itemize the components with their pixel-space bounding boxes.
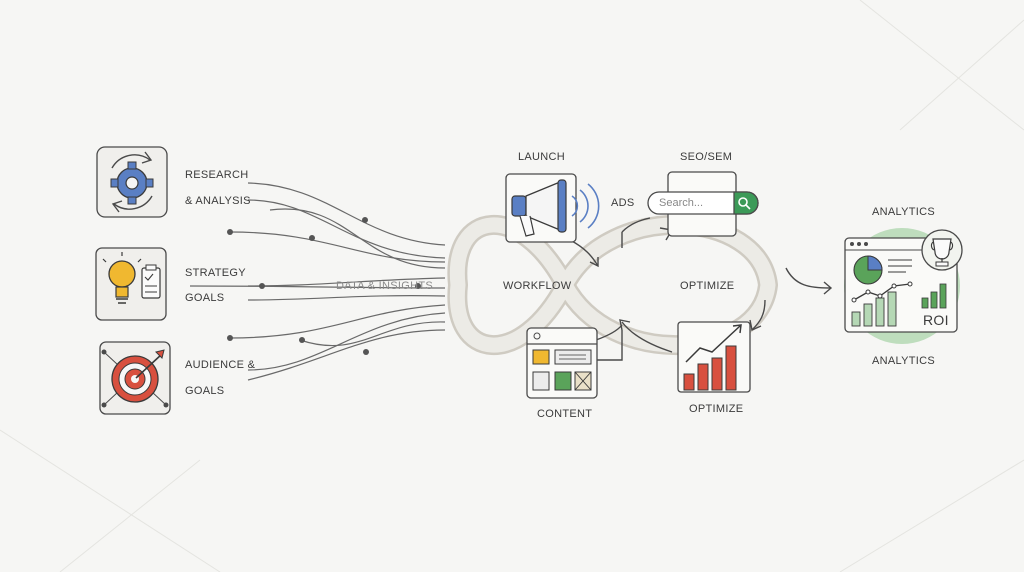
megaphone-icon — [505, 173, 600, 243]
strategy-label-line1: STRATEGY — [185, 267, 246, 279]
target-icon — [99, 341, 171, 415]
gear-cycle-icon — [96, 146, 168, 218]
search-placeholder[interactable]: Search... — [659, 197, 704, 209]
analytics-bottom-label: ANALYTICS — [872, 355, 936, 367]
roi-label: ROI — [923, 312, 949, 328]
search-icon[interactable] — [738, 197, 751, 210]
strategy-label-line2: GOALS — [185, 292, 225, 304]
loop-arrows — [569, 217, 833, 361]
audience-label-line2: GOALS — [185, 385, 225, 397]
bar-chart-growth-icon — [677, 321, 751, 393]
optimize-bottom-label: OPTIMIZE — [689, 403, 744, 415]
ads-label: ADS — [611, 197, 635, 209]
launch-label: LAUNCH — [518, 151, 566, 163]
workflow-label: WORKFLOW — [503, 280, 572, 292]
content-layout-icon — [526, 327, 598, 399]
data-insights-label: DATA & INSIGHTS — [336, 280, 433, 292]
data-flow-lines — [189, 182, 446, 381]
audience-label-line1: AUDIENCE & — [185, 359, 256, 371]
seo-sem-label: SEO/SEM — [680, 151, 733, 163]
research-label-line1: RESEARCH — [185, 169, 249, 181]
flow-dots — [227, 217, 421, 355]
research-label-line2: & ANALYSIS — [185, 195, 251, 207]
optimize-inner-label: OPTIMIZE — [680, 280, 735, 292]
search-bar[interactable] — [647, 191, 759, 215]
content-label: CONTENT — [537, 408, 593, 420]
trophy-icon — [921, 229, 963, 271]
lightbulb-checklist-icon — [95, 247, 167, 321]
analytics-top-label: ANALYTICS — [872, 206, 936, 218]
